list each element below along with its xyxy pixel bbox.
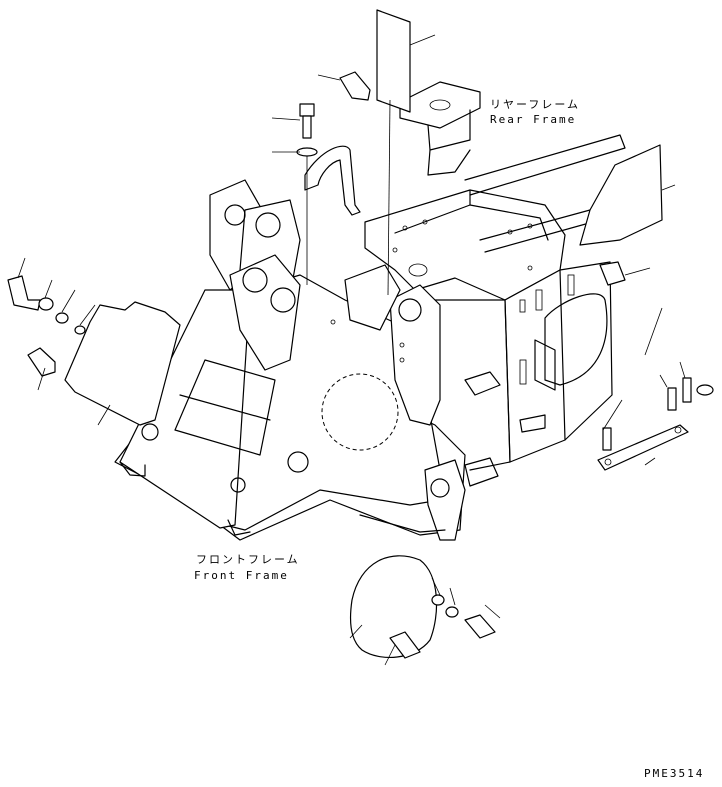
rear-frame [364, 81, 626, 487]
leader-lines [17, 34, 686, 666]
cover-plates [64, 9, 689, 659]
front-frame-jp-label: フロントフレーム [196, 553, 300, 566]
drawing-code: PME3514 [644, 767, 705, 780]
fasteners [7, 71, 714, 659]
rear-frame-jp-label: リヤーフレーム [490, 98, 581, 111]
front-frame [114, 179, 466, 541]
rear-frame-en-label: Rear Frame [490, 113, 577, 126]
front-frame-en-label: Front Frame [194, 569, 289, 582]
